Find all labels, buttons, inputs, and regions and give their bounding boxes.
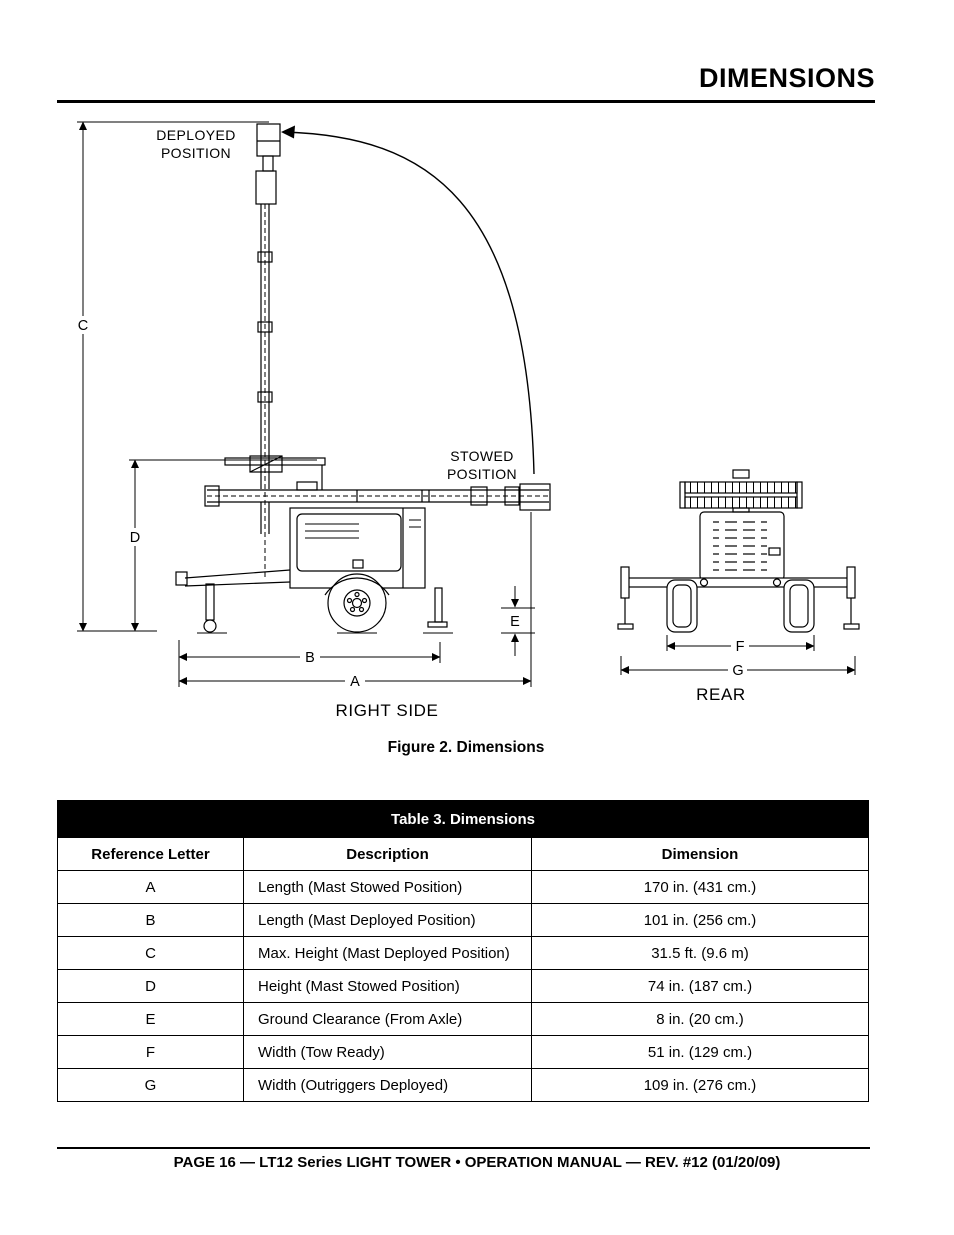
rear-axle-outriggers <box>617 566 860 633</box>
col-header-reference-letter: Reference Letter <box>57 837 244 871</box>
dim-label-a: A <box>350 674 360 690</box>
table-row: A Length (Mast Stowed Position) 170 in. … <box>57 870 869 904</box>
page-footer: PAGE 16 — LT12 Series LIGHT TOWER • OPER… <box>173 1154 781 1171</box>
dim-label-f: F <box>736 639 745 655</box>
diagram-labels: C D E B A F G DEPLOYED POSITION STOWED P… <box>73 127 749 720</box>
table-row: E Ground Clearance (From Axle) 8 in. (20… <box>57 1002 869 1036</box>
cell-letter: E <box>57 1002 244 1036</box>
dimension-line-e <box>501 586 535 656</box>
dimensions-table: Table 3. Dimensions Reference Letter Des… <box>57 800 869 1102</box>
stowed-position-label: STOWED POSITION <box>447 448 517 482</box>
cell-letter: D <box>57 969 244 1003</box>
cell-dimension: 170 in. (431 cm.) <box>531 870 869 904</box>
figure-caption: Figure 2. Dimensions <box>387 739 545 756</box>
table-header-row: Reference Letter Description Dimension <box>57 837 869 871</box>
table-title: Table 3. Dimensions <box>57 800 869 838</box>
cell-letter: B <box>57 903 244 937</box>
rear-light-bar <box>679 469 803 513</box>
page-title: DIMENSIONS <box>698 63 875 93</box>
cell-dimension: 51 in. (129 cm.) <box>531 1035 869 1069</box>
table-row: D Height (Mast Stowed Position) 74 in. (… <box>57 969 869 1003</box>
table-row: B Length (Mast Deployed Position) 101 in… <box>57 903 869 937</box>
rear-label: REAR <box>696 685 746 704</box>
cell-description: Ground Clearance (From Axle) <box>243 1002 532 1036</box>
cell-description: Max. Height (Mast Deployed Position) <box>243 936 532 970</box>
cell-letter: C <box>57 936 244 970</box>
table-row: G Width (Outriggers Deployed) 109 in. (2… <box>57 1068 869 1102</box>
cell-description: Height (Mast Stowed Position) <box>243 969 532 1003</box>
dimension-line-d <box>129 459 317 632</box>
dimensions-diagram: C D E B A F G DEPLOYED POSITION STOWED P… <box>73 121 860 720</box>
dim-label-g: G <box>732 663 743 679</box>
cell-letter: G <box>57 1068 244 1102</box>
trailer-side <box>175 507 453 634</box>
dim-label-e: E <box>510 614 520 630</box>
col-header-dimension: Dimension <box>531 837 869 871</box>
stowed-mast <box>204 457 551 511</box>
title-rule <box>57 100 875 103</box>
dim-label-b: B <box>305 650 315 666</box>
cell-dimension: 8 in. (20 cm.) <box>531 1002 869 1036</box>
rear-view-drawing <box>617 469 860 675</box>
cell-description: Width (Tow Ready) <box>243 1035 532 1069</box>
cell-description: Length (Mast Deployed Position) <box>243 903 532 937</box>
dim-label-d: D <box>130 530 140 546</box>
cell-letter: F <box>57 1035 244 1069</box>
col-header-description: Description <box>243 837 532 871</box>
rotation-arrow <box>281 125 535 475</box>
table-row: C Max. Height (Mast Deployed Position) 3… <box>57 936 869 970</box>
svg-text:POSITION: POSITION <box>161 145 231 161</box>
svg-text:STOWED: STOWED <box>450 448 514 464</box>
table-row: F Width (Tow Ready) 51 in. (129 cm.) <box>57 1035 869 1069</box>
cell-description: Length (Mast Stowed Position) <box>243 870 532 904</box>
side-view-drawing <box>77 121 551 687</box>
cell-dimension: 31.5 ft. (9.6 m) <box>531 936 869 970</box>
deployed-position-label: DEPLOYED POSITION <box>156 127 235 161</box>
svg-text:DEPLOYED: DEPLOYED <box>156 127 235 143</box>
right-side-label: RIGHT SIDE <box>336 701 439 720</box>
footer-rule <box>57 1147 870 1149</box>
dimension-line-c <box>77 121 269 632</box>
table-title-row: Table 3. Dimensions <box>57 800 869 838</box>
dim-label-c: C <box>78 318 88 334</box>
deployed-mast <box>249 123 283 578</box>
rear-body <box>699 511 785 581</box>
cell-dimension: 109 in. (276 cm.) <box>531 1068 869 1102</box>
cell-letter: A <box>57 870 244 904</box>
svg-text:POSITION: POSITION <box>447 466 517 482</box>
cell-dimension: 74 in. (187 cm.) <box>531 969 869 1003</box>
cell-description: Width (Outriggers Deployed) <box>243 1068 532 1102</box>
cell-dimension: 101 in. (256 cm.) <box>531 903 869 937</box>
